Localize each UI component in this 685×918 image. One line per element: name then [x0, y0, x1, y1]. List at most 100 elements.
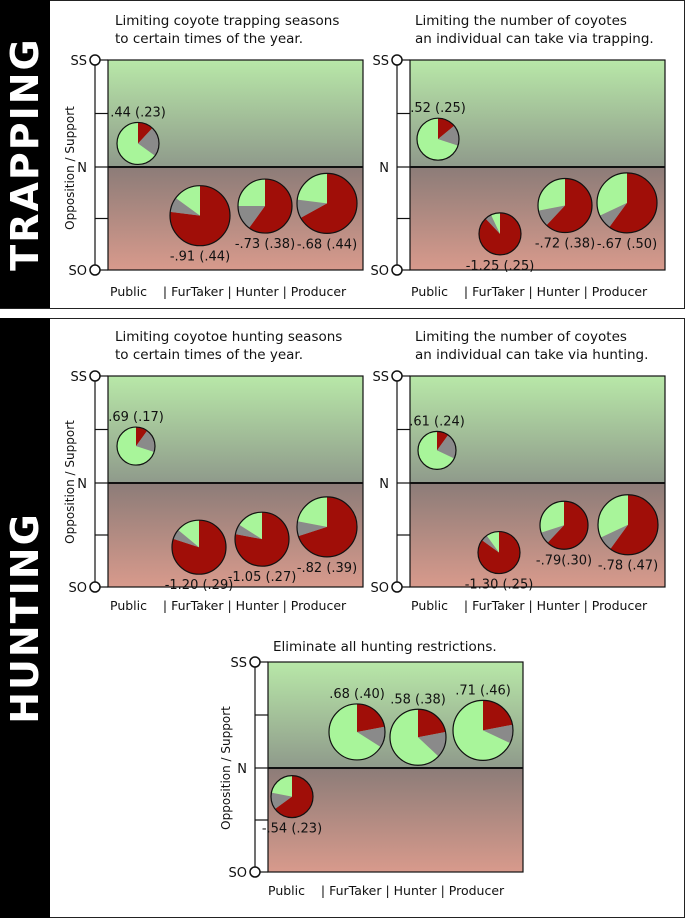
neutral-slice — [170, 198, 200, 216]
data-label: -1.20 (.29) — [165, 578, 234, 593]
pie-outline — [234, 511, 290, 567]
neutral-slice — [485, 214, 500, 234]
plot-frame — [409, 59, 666, 271]
pie-outline — [478, 212, 522, 256]
panel-trapping-number: Limiting the number of coyotes an indivi… — [0, 0, 685, 318]
data-label: -.82 (.39) — [297, 561, 357, 576]
y-tick-label: SS — [70, 54, 87, 69]
oppose-slice — [479, 212, 522, 255]
neutral-slice — [541, 525, 564, 543]
oppose-slice — [418, 709, 446, 738]
plot-frame — [409, 375, 666, 588]
pie-outline — [389, 708, 447, 766]
support-slice — [238, 179, 265, 207]
panel-title: Limiting coyote trapping seasons to cert… — [115, 13, 340, 47]
pie-hunter — [237, 178, 293, 234]
data-label: .68 (.40) — [329, 687, 385, 702]
trapping-tab: TRAPPING — [0, 0, 50, 308]
oppose-slice — [136, 427, 148, 447]
axis-end-marker — [249, 866, 261, 878]
pie-furtaker — [171, 519, 227, 575]
pie-outline — [237, 178, 293, 234]
pie-public — [116, 121, 160, 166]
y-tick-label: SS — [70, 370, 87, 385]
y-tick-label: SS — [372, 54, 389, 69]
y-tick-label: N — [77, 161, 87, 176]
pie-outline — [270, 775, 314, 819]
opposition-region — [268, 768, 523, 872]
pie-outline — [116, 426, 156, 466]
support-slice — [297, 173, 327, 204]
support-slice — [178, 520, 199, 548]
data-label: -.68 (.44) — [297, 237, 357, 252]
pie-outline — [539, 500, 589, 550]
plot-frame — [107, 375, 364, 588]
y-tick-label: SO — [69, 264, 87, 279]
category-axis: Public | FurTaker | Hunter | Producer — [268, 883, 505, 898]
axis-end-marker — [89, 54, 101, 66]
support-slice — [453, 700, 511, 761]
y-tick-label: SO — [69, 581, 87, 596]
y-tick-label: N — [237, 762, 247, 777]
support-slice — [417, 118, 458, 161]
pie-furtaker — [169, 185, 231, 247]
pie-public — [417, 430, 457, 470]
y-tick-label: N — [379, 161, 389, 176]
pie-producer — [597, 494, 659, 556]
oppose-slice — [483, 700, 513, 731]
neutral-slice — [357, 726, 386, 747]
oppose-slice — [235, 512, 290, 567]
axis-end-marker — [391, 54, 403, 66]
axis-end-marker — [391, 264, 403, 276]
panel-title: Limiting the number of coyotes an indivi… — [415, 329, 649, 363]
pie-outline — [116, 121, 160, 166]
support-slice — [486, 531, 499, 553]
pie-outline — [296, 172, 358, 234]
data-label: -.78 (.47) — [598, 559, 658, 574]
data-label: -.73 (.38) — [235, 237, 295, 252]
neutral-slice — [437, 434, 456, 459]
data-label: .52 (.25) — [410, 101, 466, 116]
pie-producer — [596, 172, 658, 234]
pie-producer — [452, 699, 514, 761]
pie-hunter — [539, 500, 589, 550]
pie-producer — [296, 172, 358, 234]
pie-outline — [169, 185, 231, 247]
y-tick-label: SO — [371, 264, 389, 279]
oppose-slice — [438, 118, 455, 140]
pie-public — [270, 775, 314, 819]
pie-outline — [537, 177, 593, 234]
oppose-slice — [138, 122, 153, 144]
pie-hunter — [389, 708, 447, 766]
oppose-slice — [275, 775, 314, 818]
pie-outline — [452, 699, 514, 761]
oppose-slice — [609, 172, 658, 233]
data-label: .61 (.24) — [409, 414, 465, 429]
oppose-slice — [546, 178, 593, 233]
oppose-slice — [478, 531, 521, 574]
axis-end-marker — [89, 264, 101, 276]
neutral-slice — [482, 535, 499, 553]
oppose-slice — [169, 185, 230, 246]
neutral-slice — [418, 732, 447, 757]
data-label: -1.30 (.25) — [465, 578, 534, 593]
pie-outline — [171, 519, 227, 575]
neutral-slice — [483, 724, 513, 744]
neutral-slice — [136, 430, 155, 452]
axis-end-marker — [89, 370, 101, 382]
category-axis: Public | FurTaker | Hunter | Producer — [411, 284, 648, 299]
neutral-slice — [297, 521, 327, 537]
neutral-slice — [538, 205, 565, 226]
support-slice — [417, 431, 455, 470]
neutral-slice — [599, 202, 627, 228]
oppose-slice — [610, 494, 659, 555]
data-label: .44 (.23) — [110, 105, 166, 120]
y-tick-label: SS — [230, 656, 247, 671]
support-slice — [328, 703, 381, 760]
